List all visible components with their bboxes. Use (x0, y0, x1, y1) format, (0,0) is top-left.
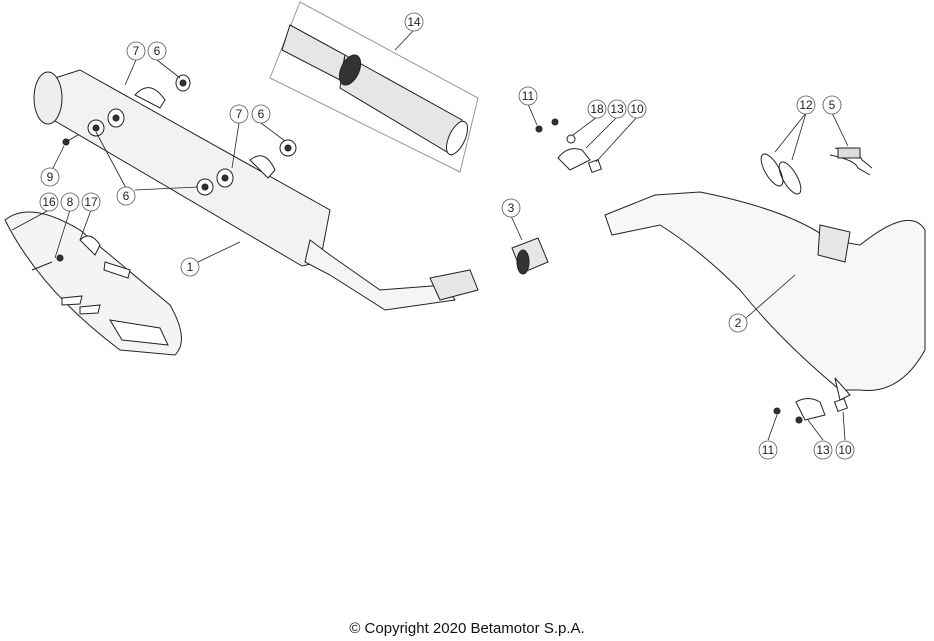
callout-5: 5 (822, 95, 842, 115)
expansion-chamber-part (604, 191, 926, 401)
svg-text:5: 5 (829, 98, 836, 112)
svg-text:8: 8 (67, 195, 74, 209)
callout-1: 1 (180, 257, 200, 277)
bracket-fastener-group-top (535, 118, 603, 174)
callout-14: 14 (404, 12, 424, 32)
svg-text:12: 12 (799, 98, 813, 112)
grommet-group (87, 74, 297, 196)
coupling-part (511, 237, 549, 275)
svg-text:13: 13 (816, 443, 830, 457)
callout-11: 11 (518, 86, 538, 106)
svg-text:6: 6 (258, 107, 265, 121)
callout-16: 16 (39, 192, 59, 212)
callout-8: 8 (60, 192, 80, 212)
callout-12: 12 (796, 95, 816, 115)
callout-10: 10 (627, 99, 647, 119)
svg-text:10: 10 (630, 102, 644, 116)
copyright-notice: © Copyright 2020 Betamotor S.p.A. (349, 620, 585, 637)
svg-text:17: 17 (84, 195, 98, 209)
svg-text:14: 14 (407, 15, 421, 29)
svg-text:11: 11 (522, 89, 535, 103)
callout-6: 6 (116, 186, 136, 206)
svg-text:10: 10 (838, 443, 852, 457)
svg-text:6: 6 (123, 189, 130, 203)
svg-text:3: 3 (508, 201, 515, 215)
packing-sleeve-part (269, 1, 479, 173)
svg-text:9: 9 (47, 170, 54, 184)
callout-18: 18 (587, 99, 607, 119)
callout-7: 7 (229, 104, 249, 124)
callout-7: 7 (126, 41, 146, 61)
svg-text:13: 13 (610, 102, 624, 116)
callout-17: 17 (81, 192, 101, 212)
svg-text:6: 6 (154, 44, 161, 58)
callout-3: 3 (501, 198, 521, 218)
heat-shield-part (4, 211, 182, 356)
svg-text:11: 11 (762, 443, 775, 457)
callout-13: 13 (607, 99, 627, 119)
svg-text:18: 18 (590, 102, 604, 116)
callout-9: 9 (40, 167, 60, 187)
callout-10: 10 (835, 440, 855, 460)
callout-6: 6 (147, 41, 167, 61)
callout-11: 11 (758, 440, 778, 460)
svg-text:7: 7 (236, 107, 243, 121)
screw-part (62, 134, 79, 146)
leader-lines (11, 29, 849, 441)
callout-2: 2 (728, 313, 748, 333)
svg-text:1: 1 (187, 260, 194, 274)
svg-text:16: 16 (42, 195, 56, 209)
spring-and-oring-group (760, 147, 873, 195)
bracket-fastener-group-bottom (773, 397, 849, 424)
svg-text:7: 7 (133, 44, 140, 58)
svg-text:2: 2 (735, 316, 742, 330)
callout-13: 13 (813, 440, 833, 460)
callout-6: 6 (251, 104, 271, 124)
